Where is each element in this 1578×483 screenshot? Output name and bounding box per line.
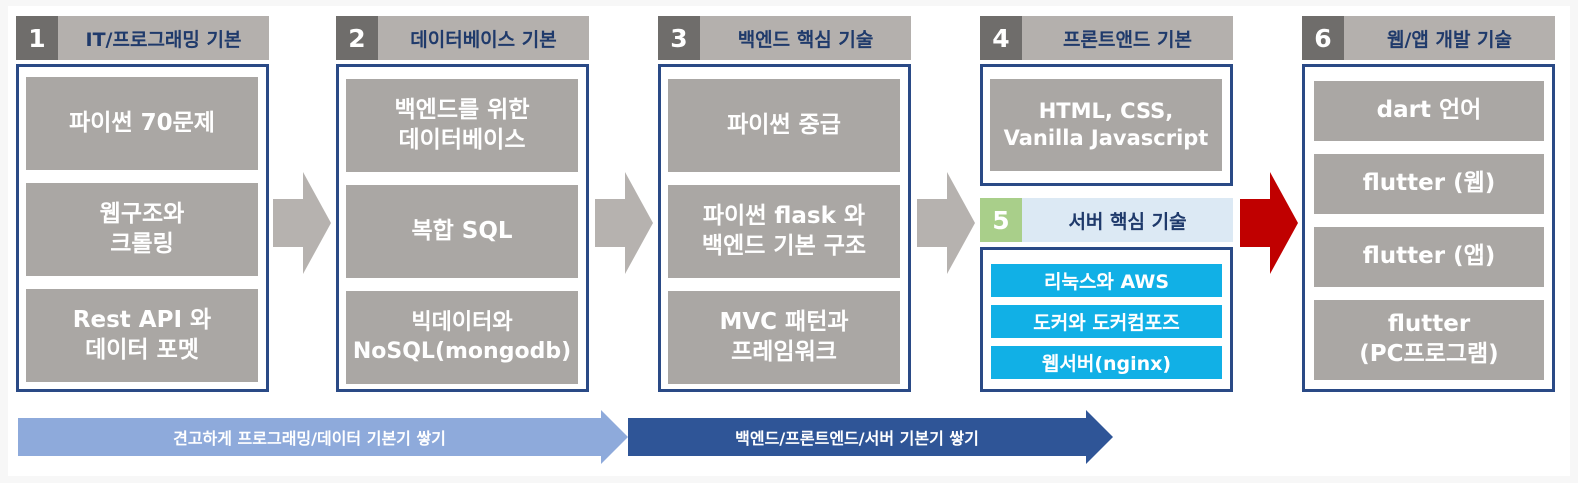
stage-6-title: 웹/앱 개발 기술 — [1344, 16, 1555, 60]
arrow-5-to-6 — [1240, 172, 1298, 274]
stage-4-number: 4 — [980, 16, 1022, 60]
stage-3-header: 3 백엔드 핵심 기술 — [658, 16, 911, 60]
band-label-1: 견고하게 프로그래밍/데이터 기본기 쌓기 — [173, 429, 446, 448]
stage-2-box: 백엔드를 위한 데이터베이스 복합 SQL 빅데이터와 NoSQL(mongod… — [336, 64, 589, 392]
stage-6-card-2: flutter (웹) — [1314, 154, 1544, 214]
stage-2-title: 데이터베이스 기본 — [378, 16, 589, 60]
stage-3-box: 파이썬 중급 파이썬 flask 와 백엔드 기본 구조 MVC 패턴과 프레임… — [658, 64, 911, 392]
stage-4-box: HTML, CSS, Vanilla Javascript — [980, 64, 1233, 186]
stage-2-header: 2 데이터베이스 기본 — [336, 16, 589, 60]
stage-5-number: 5 — [980, 198, 1022, 242]
stage-4-card-1: HTML, CSS, Vanilla Javascript — [990, 79, 1222, 171]
stage-5-item-1: 리눅스와 AWS — [991, 264, 1222, 297]
stage-1-card-3: Rest API 와 데이터 포멧 — [26, 289, 258, 382]
arrow-3-to-4 — [917, 172, 975, 274]
stage-3-number: 3 — [658, 16, 700, 60]
stage-5-header: 5 서버 핵심 기술 — [980, 198, 1233, 242]
stage-4-title: 프론트앤드 기본 — [1022, 16, 1233, 60]
stage-1-header: 1 IT/프로그래밍 기본 — [16, 16, 269, 60]
stage-5-title: 서버 핵심 기술 — [1022, 198, 1233, 242]
stage-2-number: 2 — [336, 16, 378, 60]
stage-1-box: 파이썬 70문제 웹구조와 크롤링 Rest API 와 데이터 포멧 — [16, 64, 269, 392]
stage-1-card-2: 웹구조와 크롤링 — [26, 183, 258, 276]
arrow-1-to-2 — [273, 172, 331, 274]
stage-1-number: 1 — [16, 16, 58, 60]
band-arrow-1 — [18, 410, 628, 464]
stage-3-card-1: 파이썬 중급 — [668, 79, 900, 172]
stage-5-item-3: 웹서버(nginx) — [991, 346, 1222, 379]
stage-6-header: 6 웹/앱 개발 기술 — [1302, 16, 1555, 60]
arrow-2-to-3 — [595, 172, 653, 274]
stage-3-card-3: MVC 패턴과 프레임워크 — [668, 291, 900, 384]
stage-2-card-1: 백엔드를 위한 데이터베이스 — [346, 79, 578, 172]
stage-4-header: 4 프론트앤드 기본 — [980, 16, 1233, 60]
stage-3-title: 백엔드 핵심 기술 — [700, 16, 911, 60]
stage-6-box: dart 언어 flutter (웹) flutter (앱) flutter … — [1302, 64, 1555, 392]
stage-6-card-3: flutter (앱) — [1314, 227, 1544, 287]
stage-6-card-1: dart 언어 — [1314, 81, 1544, 141]
stage-1-card-1: 파이썬 70문제 — [26, 77, 258, 170]
stage-2-card-2: 복합 SQL — [346, 185, 578, 278]
band-label-2: 백엔드/프론트엔드/서버 기본기 쌓기 — [735, 429, 979, 448]
stage-5-box: 리눅스와 AWS 도커와 도커컴포즈 웹서버(nginx) — [980, 247, 1233, 392]
stage-3-card-2: 파이썬 flask 와 백엔드 기본 구조 — [668, 185, 900, 278]
stage-2-card-3: 빅데이터와 NoSQL(mongodb) — [346, 291, 578, 384]
stage-6-number: 6 — [1302, 16, 1344, 60]
stage-1-title: IT/프로그래밍 기본 — [58, 16, 269, 60]
band-arrow-2 — [628, 410, 1113, 464]
stage-6-card-4: flutter (PC프로그램) — [1314, 300, 1544, 380]
stage-5-item-2: 도커와 도커컴포즈 — [991, 305, 1222, 338]
